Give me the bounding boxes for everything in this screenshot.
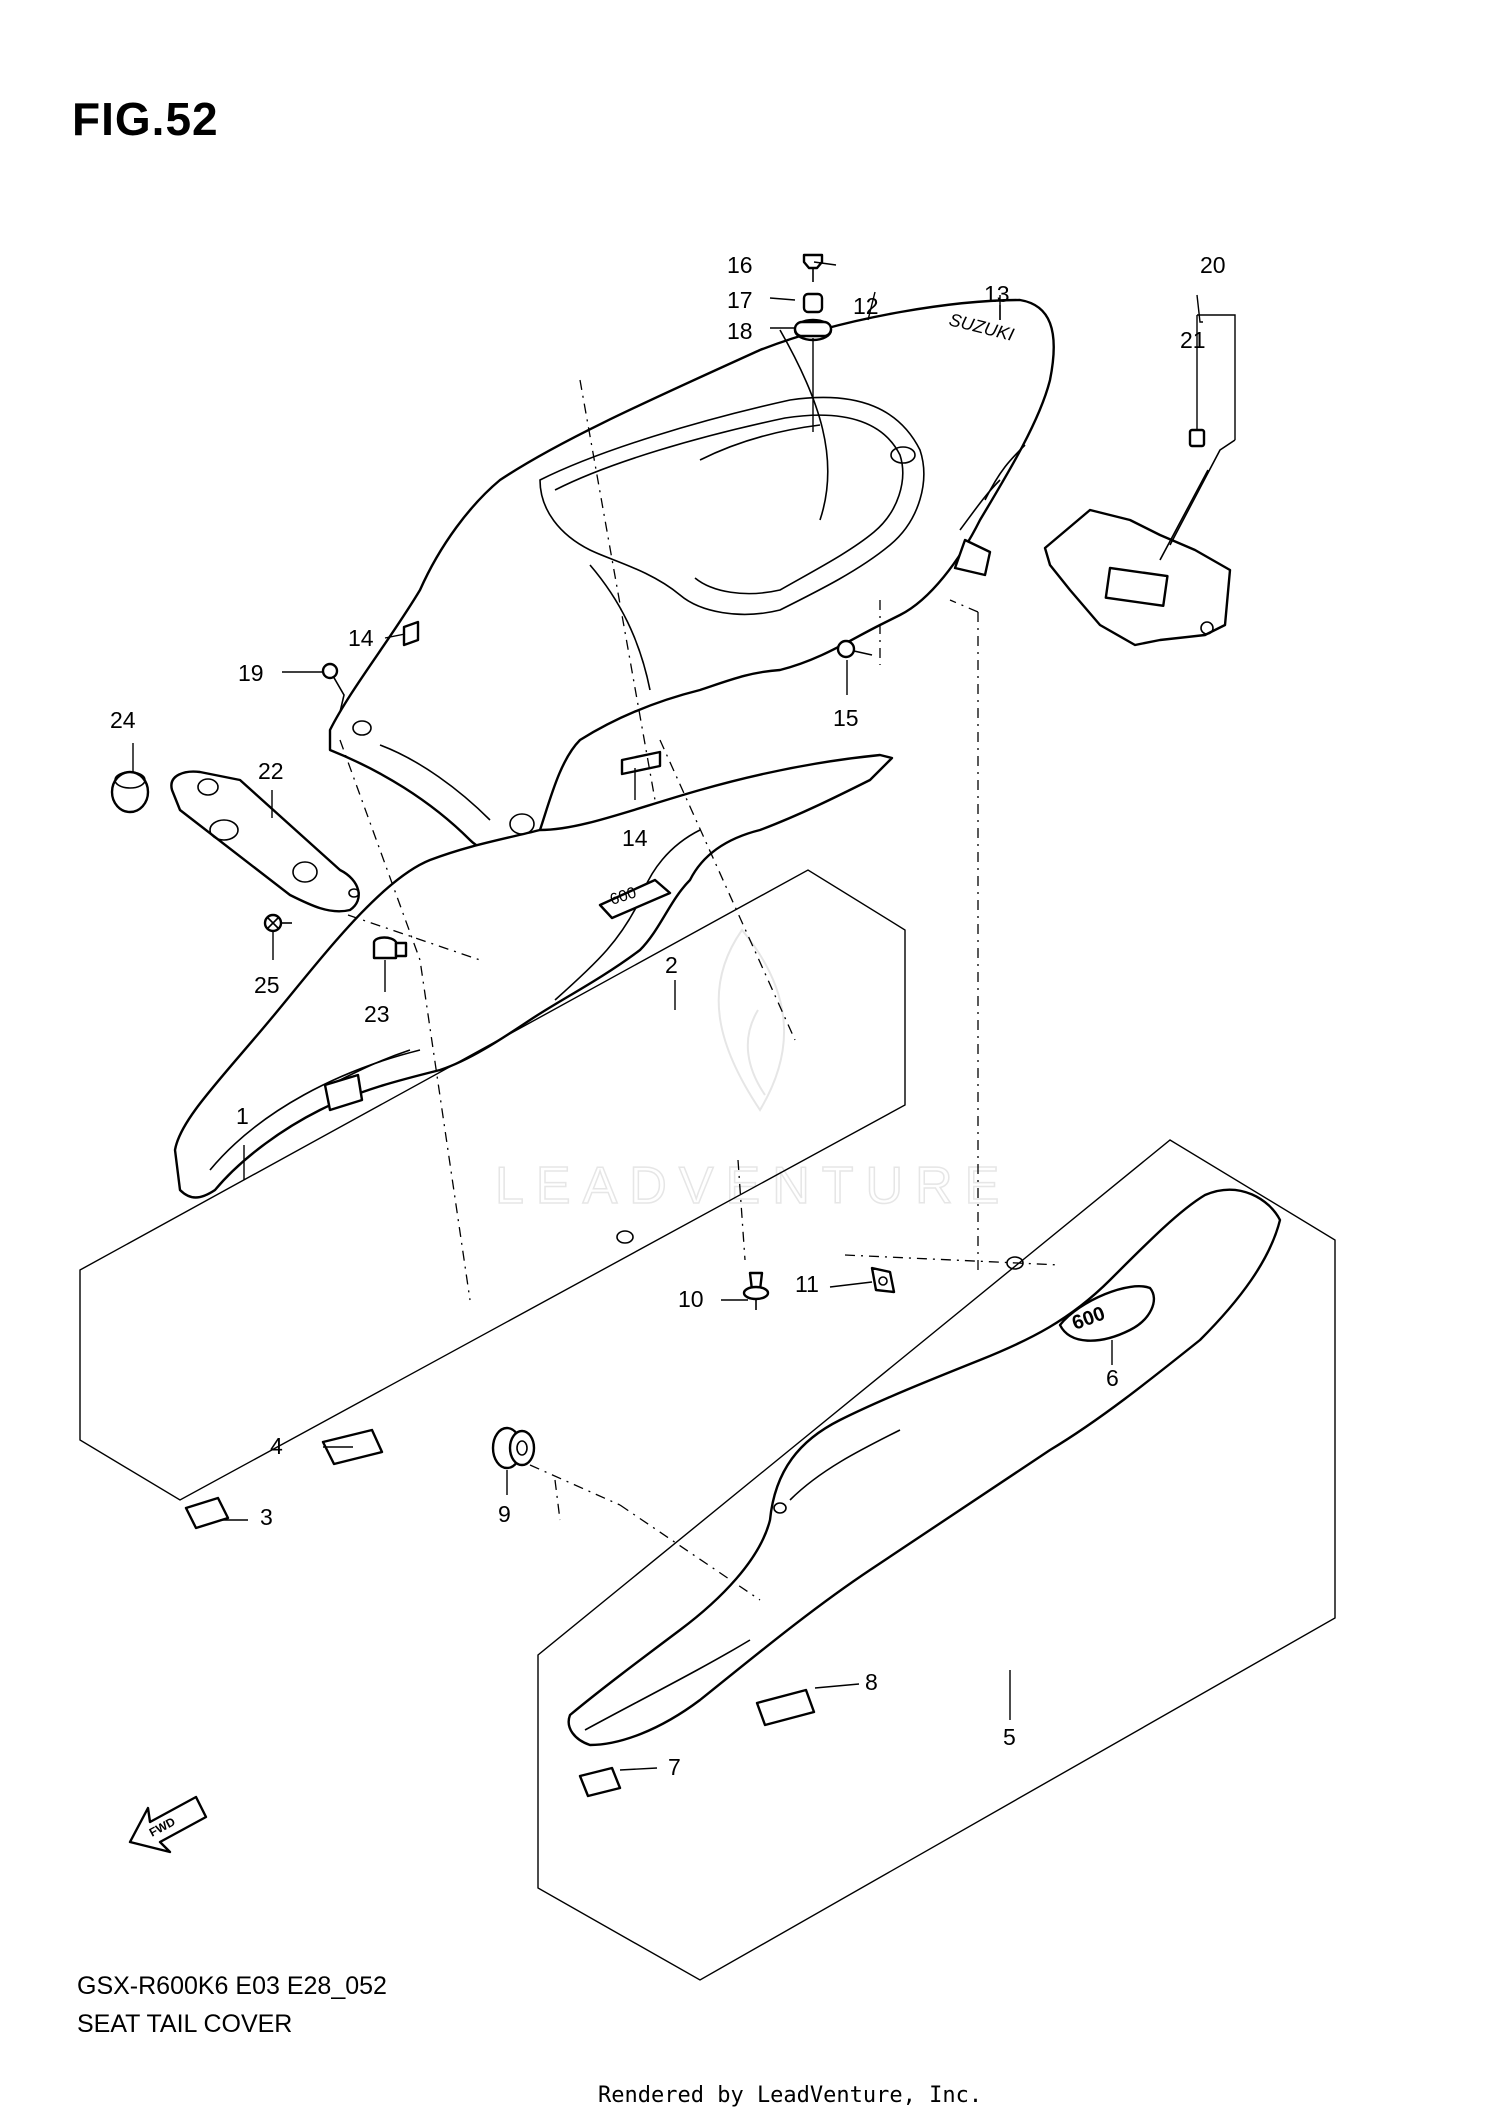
callout-10: 10 xyxy=(678,1286,704,1312)
callout-6: 6 xyxy=(1106,1365,1119,1391)
seat-tail-cover-upper: SUZUKI xyxy=(328,298,1055,853)
screw-15 xyxy=(836,639,873,659)
bracket-20 xyxy=(1043,439,1236,647)
callout-21: 21 xyxy=(1180,327,1206,353)
callout-14-upper: 14 xyxy=(348,625,374,651)
cap-24 xyxy=(110,770,150,814)
callout-7: 7 xyxy=(668,1754,681,1780)
watermark-text: LEADVENTURE xyxy=(495,1157,1011,1215)
callout-11: 11 xyxy=(795,1271,819,1297)
sticker-7 xyxy=(578,1766,622,1798)
callout-14-lower: 14 xyxy=(622,825,648,851)
callout-23: 23 xyxy=(364,1001,390,1027)
callout-labels: 1 2 3 4 5 6 7 8 9 10 11 12 13 14 14 15 1… xyxy=(110,252,1226,1780)
callout-2: 2 xyxy=(665,952,678,978)
callout-1: 1 xyxy=(236,1103,249,1129)
cushion-18 xyxy=(793,318,833,342)
callout-25: 25 xyxy=(254,972,280,998)
sticker-14-lower xyxy=(620,750,662,776)
watermark-logo xyxy=(717,928,786,1112)
callout-22: 22 xyxy=(258,758,284,784)
callout-12: 12 xyxy=(853,293,879,319)
callout-5: 5 xyxy=(1003,1724,1016,1750)
sticker-3 xyxy=(184,1496,230,1530)
assembly-lines xyxy=(339,379,1061,1601)
collar-17 xyxy=(802,292,824,314)
callout-13: 13 xyxy=(984,281,1010,307)
nut-11 xyxy=(870,1266,896,1294)
callout-17: 17 xyxy=(727,287,753,313)
cushion-23 xyxy=(372,936,408,960)
screw-19 xyxy=(321,662,345,713)
group-box-left xyxy=(79,869,906,1501)
sticker-14-upper xyxy=(402,620,420,647)
frame-cover-right: 600 xyxy=(567,1188,1282,1747)
grommet-9 xyxy=(491,1426,536,1470)
leader-lines xyxy=(132,261,1236,1771)
callout-24: 24 xyxy=(110,707,136,733)
rivet-10 xyxy=(742,1271,770,1310)
callout-19: 19 xyxy=(238,660,264,686)
callout-3: 3 xyxy=(260,1504,273,1530)
callout-8: 8 xyxy=(865,1669,878,1695)
fwd-arrow-icon: FWD xyxy=(128,1795,208,1854)
model-code: GSX-R600K6 E03 E28_052 xyxy=(77,1972,387,2000)
rendered-by-credit: Rendered by LeadVenture, Inc. xyxy=(598,2083,983,2108)
clip-21 xyxy=(1188,428,1206,448)
callout-9: 9 xyxy=(498,1501,511,1527)
handle-22 xyxy=(170,770,360,913)
figure-title: FIG.52 xyxy=(72,93,219,145)
callout-18: 18 xyxy=(727,318,753,344)
group-box-right xyxy=(537,1139,1336,1981)
callout-4: 4 xyxy=(270,1433,283,1459)
assembly-name: SEAT TAIL COVER xyxy=(77,2010,293,2038)
callout-20: 20 xyxy=(1200,252,1226,278)
frame-cover-left: 600 xyxy=(173,753,894,1244)
callout-16: 16 xyxy=(727,252,753,278)
callout-15: 15 xyxy=(833,705,859,731)
bolt-16 xyxy=(802,253,824,282)
screw-25 xyxy=(263,913,292,933)
sticker-8 xyxy=(755,1688,816,1727)
